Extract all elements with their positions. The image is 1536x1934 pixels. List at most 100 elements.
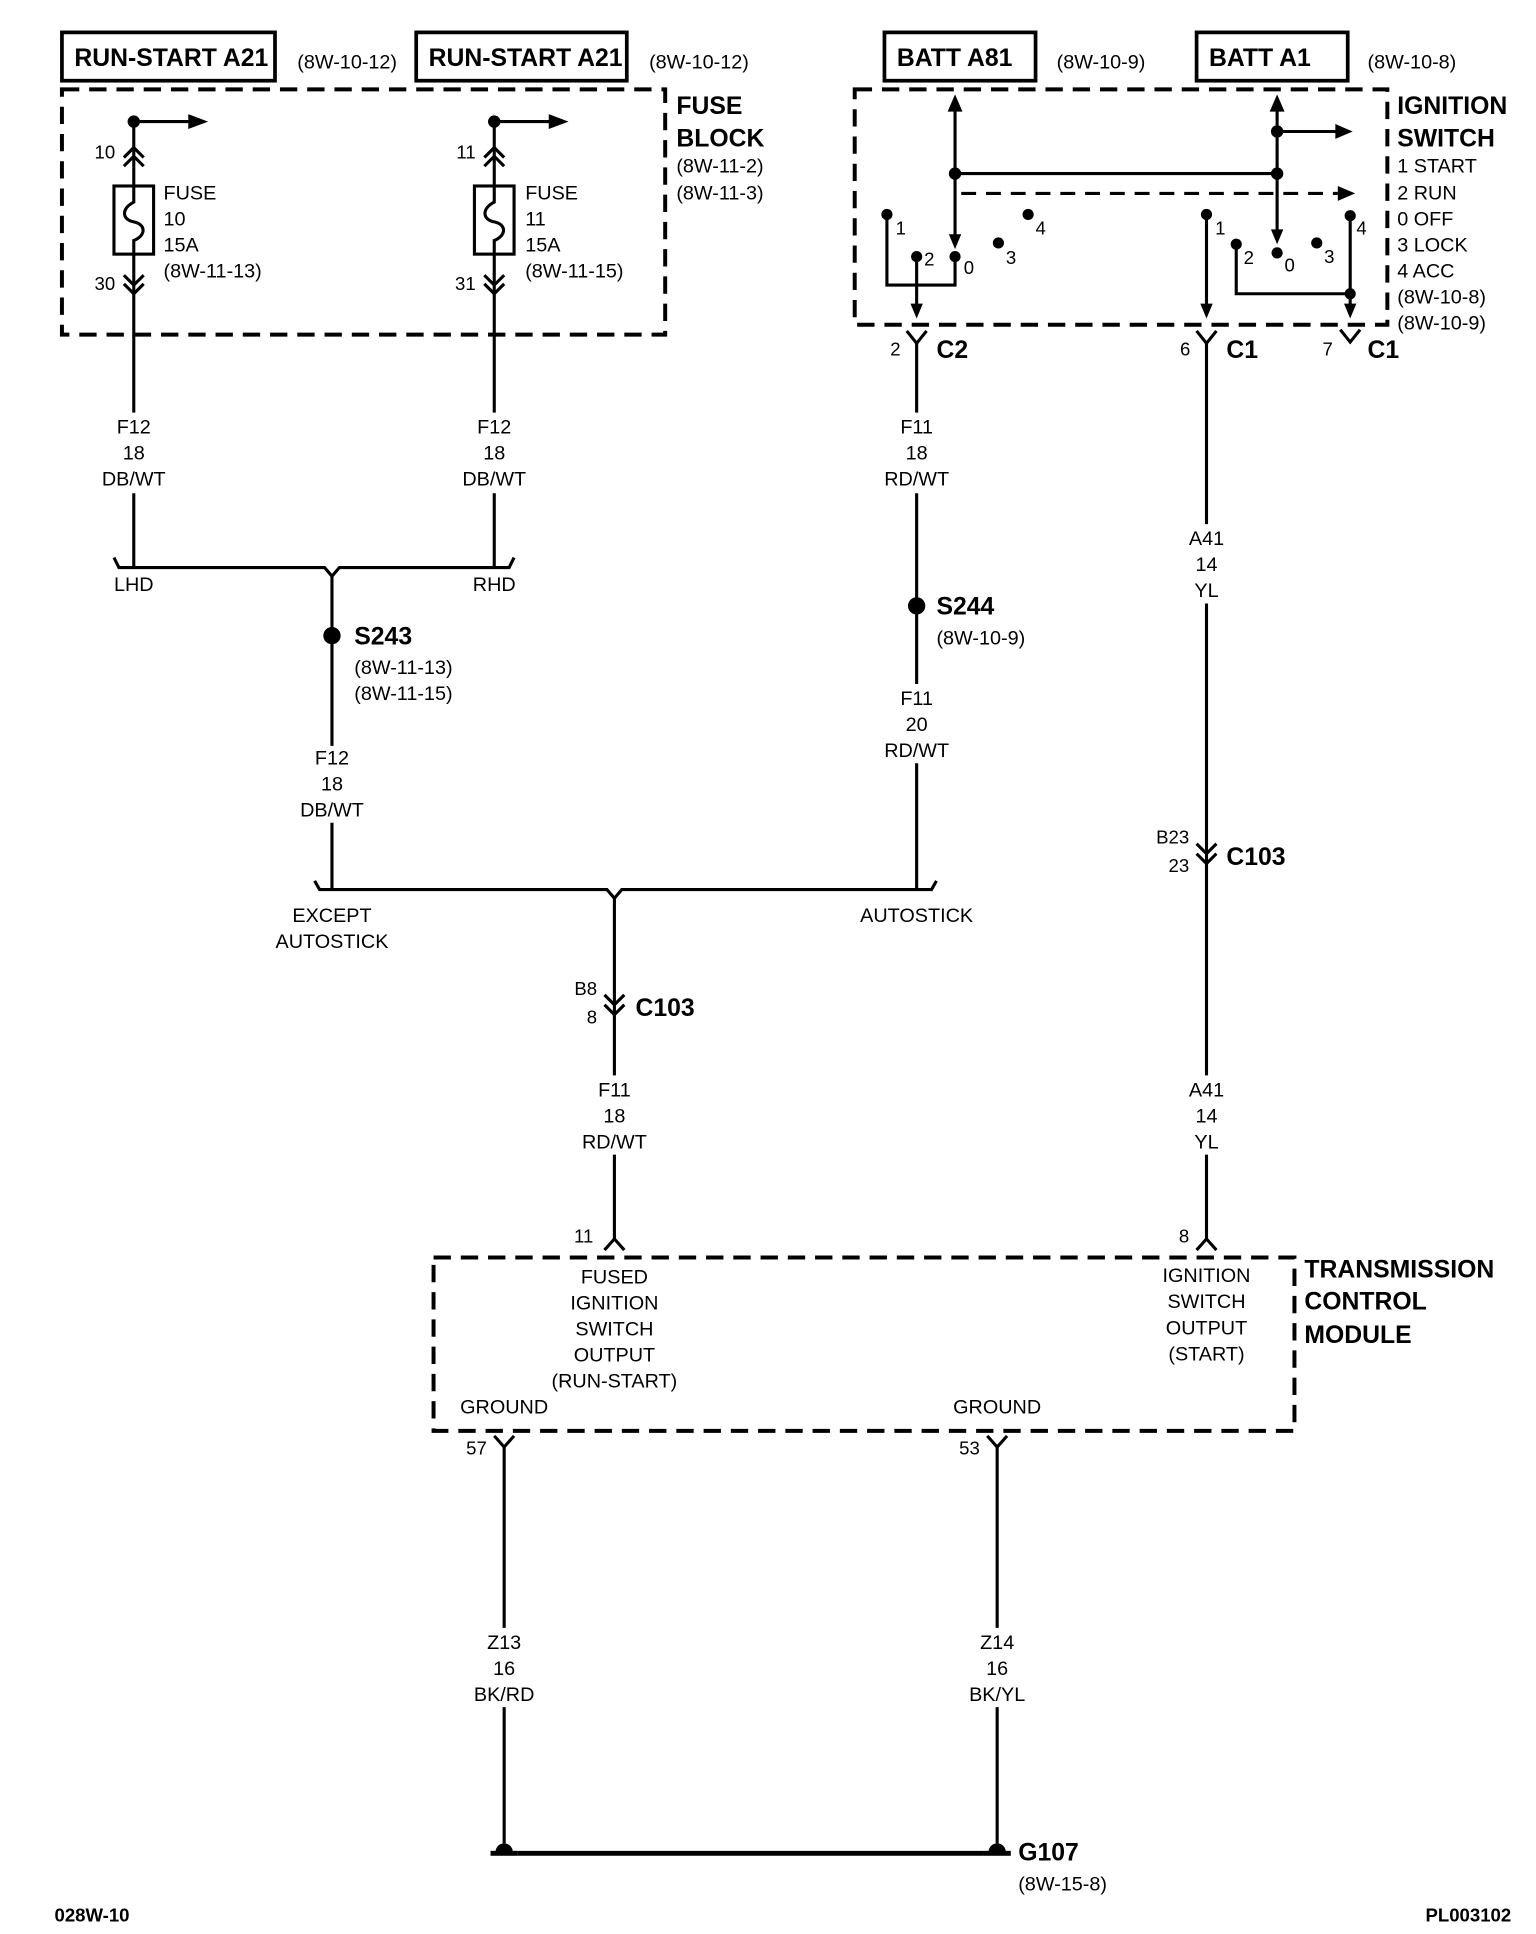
footer-page-id: 028W-10 <box>55 1904 130 1925</box>
splice-name: S243 <box>354 623 412 650</box>
switch-contact-label: 3 <box>1324 246 1334 267</box>
option-bar <box>112 556 516 579</box>
tcm-pin-label: OUTPUT <box>574 1345 655 1367</box>
connector-c1-pin7: 7 C1 <box>1323 328 1400 364</box>
power-source-run-start-a21-fuse10: RUN-START A21 (8W-10-12) <box>60 30 397 83</box>
transmission-control-module: TRANSMISSION CONTROL MODULE 11 FUSED IGN… <box>431 1226 1494 1459</box>
tcm-pin-label: GROUND <box>460 1397 548 1419</box>
wire-gauge: 20 <box>906 714 928 736</box>
fuse-block-title: BLOCK <box>676 125 764 152</box>
wire-color: DB/WT <box>462 469 526 491</box>
tcm-pin-number: 57 <box>466 1437 487 1458</box>
connector-pin: 2 <box>890 339 900 360</box>
ground-icon <box>988 1843 1006 1853</box>
connector-cavity: B8 <box>574 978 597 999</box>
connector-pin: 8 <box>587 1006 597 1027</box>
wire-circuit: A41 <box>1189 1079 1224 1101</box>
footer-figure-id: PL003102 <box>1425 1904 1511 1925</box>
tcm-title: TRANSMISSION <box>1304 1256 1494 1283</box>
fuse-label: FUSE <box>525 183 578 205</box>
wire-gauge: 14 <box>1195 554 1217 576</box>
tcm-title: MODULE <box>1304 1322 1411 1349</box>
arrow-up-icon <box>947 94 963 112</box>
fuse-ref: (8W-11-15) <box>525 261 623 283</box>
ignition-switch-ref: (8W-10-8) <box>1397 287 1486 309</box>
power-source-batt-a1: BATT A1 (8W-10-8) <box>1194 30 1457 83</box>
switch-position-legend: 2 RUN <box>1397 183 1456 205</box>
wire-a41-to-tcm: A41 14 YL B23 23 C103 A41 14 YL <box>1156 343 1286 1239</box>
connector-name: C1 <box>1368 337 1400 364</box>
wire-color: RD/WT <box>884 469 949 491</box>
ground-ref: (8W-15-8) <box>1018 1873 1107 1895</box>
wire-gauge: 18 <box>603 1105 625 1127</box>
fuse-element <box>122 185 145 255</box>
connector-chevron-up-icon <box>122 145 145 168</box>
tcm-title: CONTROL <box>1304 1289 1426 1316</box>
source-label: RUN-START A21 <box>429 45 623 72</box>
wire-circuit: F11 <box>598 1079 631 1101</box>
connector-pin: 23 <box>1168 855 1189 876</box>
switch-contact-label: 0 <box>964 257 974 278</box>
fuse-10: 10 FUSE 10 15A (8W-11-13) 30 <box>95 114 262 413</box>
arrow-up-icon <box>1269 94 1285 112</box>
connector-chevron-down-icon <box>603 993 626 1017</box>
ground-g107: G107 (8W-15-8) <box>490 1840 1107 1895</box>
wire-gauge: 18 <box>321 773 343 795</box>
splice-ref: (8W-10-9) <box>936 627 1025 649</box>
wire-gauge: 18 <box>906 443 928 465</box>
option-label-autostick: AUTOSTICK <box>860 905 973 927</box>
splice-s243: S243 (8W-11-13) (8W-11-15) F12 18 DB/WT <box>300 576 453 890</box>
connector-c2-pin2: 2 C2 <box>890 329 968 364</box>
wire-circuit: F12 <box>117 417 151 439</box>
tcm-pin-label: FUSED <box>581 1266 648 1288</box>
connector-chevron-down-icon <box>1195 842 1218 866</box>
wire-color: YL <box>1194 580 1218 602</box>
wire-gauge: 14 <box>1195 1105 1217 1127</box>
ground-bar <box>490 1850 518 1856</box>
wire-gauge: 16 <box>493 1658 515 1680</box>
fuse-block-outline <box>59 87 668 337</box>
connector-v-icon <box>1339 328 1362 345</box>
source-ref: (8W-10-12) <box>649 51 749 73</box>
arrow-right-icon <box>1335 124 1353 139</box>
switch-contact-label: 0 <box>1285 254 1295 275</box>
ground-icon <box>495 1843 513 1853</box>
wire-circuit: A41 <box>1189 528 1224 550</box>
wire-color: YL <box>1194 1131 1218 1153</box>
tcm-pin-label: (RUN-START) <box>552 1371 678 1393</box>
ignition-switch-title: IGNITION <box>1397 93 1507 120</box>
wire-circuit: F12 <box>315 747 349 769</box>
wire-color: DB/WT <box>300 799 364 821</box>
tcm-pin-label: SWITCH <box>1167 1291 1245 1313</box>
wire-rhd-feed: F12 18 DB/WT <box>462 417 526 568</box>
tcm-pin-label: IGNITION <box>570 1293 658 1315</box>
source-ref: (8W-10-8) <box>1368 51 1457 73</box>
splice-name: S244 <box>936 594 994 621</box>
wire-lhd-feed: F12 18 DB/WT <box>102 417 166 568</box>
option-label-except-autostick: AUTOSTICK <box>276 931 389 953</box>
switch-contact <box>1271 247 1283 259</box>
source-ref: (8W-10-12) <box>297 51 397 73</box>
wire-color: DB/WT <box>102 469 166 491</box>
source-label: BATT A81 <box>897 45 1013 72</box>
tcm-pin-label: (START) <box>1168 1343 1244 1365</box>
connector-pin: 7 <box>1323 339 1333 360</box>
option-label-except-autostick: EXCEPT <box>292 905 371 927</box>
fuse-label: FUSE <box>164 183 217 205</box>
arrow-down-icon <box>910 303 923 319</box>
wire-color: RD/WT <box>884 740 949 762</box>
fuse-pin-in: 10 <box>95 142 116 163</box>
arrow-right-icon <box>548 114 569 130</box>
wire-f11-ignition: F11 18 RD/WT <box>884 343 949 890</box>
switch-contact-label: 1 <box>1215 217 1225 238</box>
switch-contact-label: 2 <box>924 248 934 269</box>
switch-contact <box>992 237 1004 249</box>
wire-f11-to-tcm: B8 8 C103 F11 18 RD/WT <box>574 898 695 1239</box>
source-box <box>414 30 629 83</box>
wire-gauge: 18 <box>123 443 145 465</box>
switch-contact-label: 2 <box>1244 247 1254 268</box>
tcm-pin-53: GROUND 53 <box>953 1397 1041 1459</box>
fuse-rating: 15A <box>525 235 561 257</box>
switch-contact-label: 1 <box>896 217 906 238</box>
fuse-element <box>483 185 506 255</box>
